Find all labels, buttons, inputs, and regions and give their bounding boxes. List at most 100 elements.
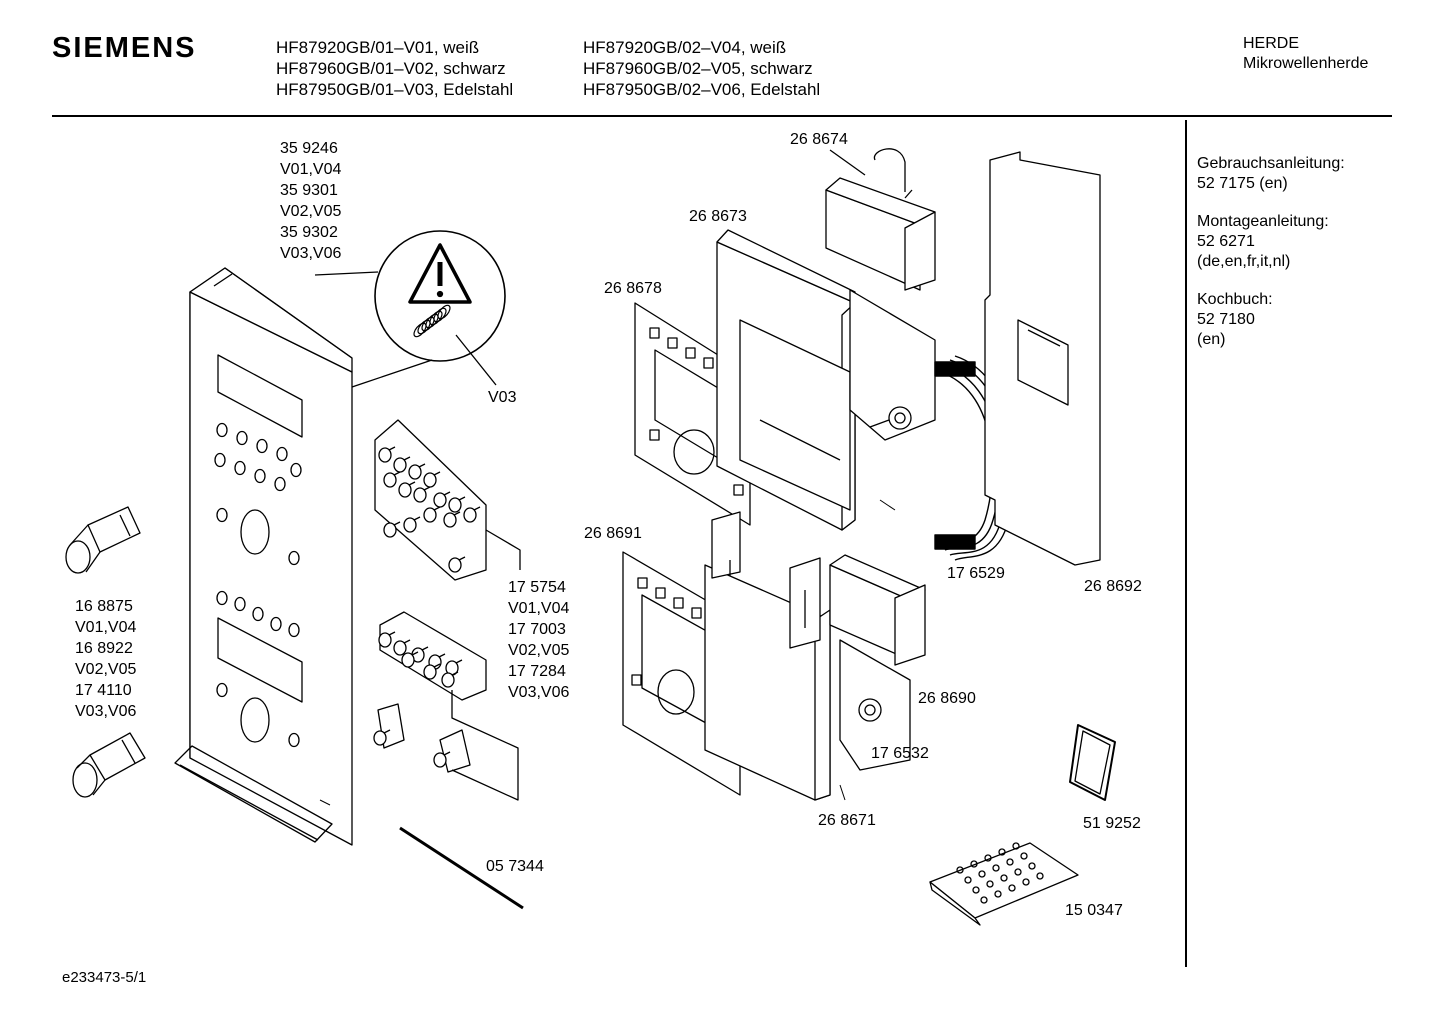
panel-hole bbox=[288, 550, 300, 566]
connector-upper bbox=[825, 148, 936, 291]
model-line: HF87920GB/01–V01, weiß bbox=[276, 38, 480, 57]
rod bbox=[399, 826, 524, 910]
screw bbox=[1036, 872, 1044, 880]
panel-hole bbox=[234, 460, 246, 476]
front-panel bbox=[189, 267, 353, 846]
panel-hole bbox=[216, 590, 228, 606]
part-label-176532: 17 6532 bbox=[871, 745, 929, 762]
model-line: HF87960GB/01–V02, schwarz bbox=[276, 59, 506, 78]
screw bbox=[1006, 858, 1014, 866]
screw bbox=[1022, 878, 1030, 886]
knob-upper bbox=[65, 506, 141, 574]
panel-hole bbox=[216, 422, 228, 438]
panel-hole bbox=[254, 468, 266, 484]
panel-hole bbox=[252, 606, 264, 622]
leader-lines bbox=[319, 499, 896, 806]
screw bbox=[1012, 842, 1020, 850]
screw bbox=[986, 880, 994, 888]
part-label-v03: V03 bbox=[488, 389, 517, 406]
button-board-lower bbox=[377, 611, 487, 773]
panel-hole bbox=[270, 616, 282, 632]
button-cap bbox=[448, 497, 462, 513]
screw bbox=[1000, 874, 1008, 882]
panel-hole bbox=[214, 452, 226, 468]
screw bbox=[1014, 868, 1022, 876]
button-cap bbox=[443, 512, 457, 528]
button-board-lower-buttons bbox=[373, 631, 463, 768]
document-cookbook: Kochbuch: 52 7180 (en) bbox=[1197, 291, 1273, 348]
button-cap bbox=[393, 640, 407, 656]
screw-bag bbox=[929, 842, 1079, 926]
screw bbox=[956, 866, 964, 874]
panel-dial-opening bbox=[240, 697, 270, 743]
panel-bottom-trim bbox=[174, 745, 333, 843]
button-cap bbox=[463, 507, 477, 523]
screw bbox=[994, 890, 1002, 898]
control-board-mid bbox=[849, 289, 936, 441]
screw bbox=[998, 848, 1006, 856]
screw bbox=[1008, 884, 1016, 892]
module-lower bbox=[704, 511, 831, 801]
panel-hole bbox=[288, 732, 300, 748]
part-label-176529: 17 6529 bbox=[947, 565, 1005, 582]
button-cap bbox=[448, 557, 462, 573]
screw bbox=[978, 870, 986, 878]
panel-hole bbox=[256, 438, 268, 454]
button-cap bbox=[378, 447, 392, 463]
panel-hole bbox=[288, 622, 300, 638]
housing-plate bbox=[984, 151, 1101, 566]
category: HERDE Mikrowellenherde bbox=[1243, 34, 1368, 74]
connector-lower bbox=[829, 554, 926, 666]
button-cap bbox=[401, 652, 415, 668]
screw bbox=[972, 886, 980, 894]
control-board-lower bbox=[839, 639, 911, 771]
panel-hole bbox=[290, 462, 302, 478]
panel-dial-opening bbox=[240, 509, 270, 555]
button-cap bbox=[423, 507, 437, 523]
panel-hole bbox=[274, 476, 286, 492]
document-manual: Gebrauchsanleitung: 52 7175 (en) bbox=[1197, 155, 1345, 192]
button-cap bbox=[433, 752, 447, 768]
button-cap bbox=[413, 487, 427, 503]
model-list-left: HF87920GB/01–V01, weiß HF87960GB/01–V02,… bbox=[276, 37, 513, 100]
panel-hole bbox=[216, 507, 228, 523]
screw bbox=[964, 876, 972, 884]
button-cap bbox=[398, 482, 412, 498]
panel-hole bbox=[216, 682, 228, 698]
part-label-150347: 15 0347 bbox=[1065, 902, 1123, 919]
knob-lower bbox=[72, 732, 146, 798]
part-label-519252: 51 9252 bbox=[1083, 815, 1141, 832]
button-cap bbox=[403, 517, 417, 533]
button-cap bbox=[373, 730, 387, 746]
button-cap bbox=[383, 472, 397, 488]
category-main: HERDE bbox=[1243, 35, 1300, 52]
panel-hole bbox=[276, 446, 288, 462]
button-cap bbox=[383, 522, 397, 538]
button-cap bbox=[423, 664, 437, 680]
brand-logo: SIEMENS bbox=[52, 32, 197, 64]
screw bbox=[970, 860, 978, 868]
button-board-upper bbox=[374, 419, 487, 581]
panel-hole bbox=[236, 430, 248, 446]
part-label-rod: 05 7344 bbox=[486, 858, 544, 875]
model-list-right: HF87920GB/02–V04, weiß HF87960GB/02–V05,… bbox=[583, 37, 820, 100]
model-line: HF87920GB/02–V04, weiß bbox=[583, 38, 787, 57]
document-installation: Montageanleitung: 52 6271 (de,en,fr,it,n… bbox=[1197, 213, 1329, 270]
part-label-268673: 26 8673 bbox=[689, 208, 747, 225]
panel-hole bbox=[234, 596, 246, 612]
button-board-upper-buttons bbox=[378, 446, 481, 573]
model-line: HF87950GB/02–V06, Edelstahl bbox=[583, 80, 821, 99]
part-label-268691: 26 8691 bbox=[584, 525, 642, 542]
category-sub: Mikrowellenherde bbox=[1243, 55, 1369, 72]
screw bbox=[1028, 862, 1036, 870]
button-cap bbox=[441, 672, 455, 688]
screw bbox=[984, 854, 992, 862]
screw bbox=[980, 896, 988, 904]
drawing-number: e233473-5/1 bbox=[62, 969, 147, 986]
part-label-268674: 26 8674 bbox=[790, 131, 848, 148]
documents-panel: Gebrauchsanleitung: 52 7175 (en) Montage… bbox=[1197, 154, 1345, 368]
part-label-268671: 26 8671 bbox=[818, 812, 876, 829]
